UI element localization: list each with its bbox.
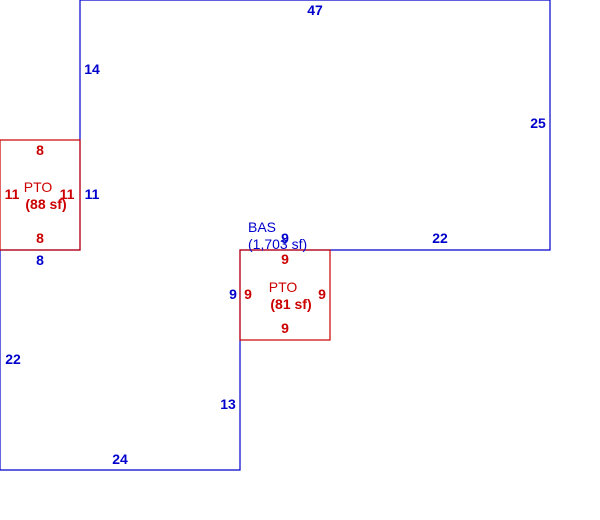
pto-left-dim-top: 8 bbox=[36, 142, 44, 158]
bas-dim-left-lower: 22 bbox=[5, 351, 21, 367]
bas-dim-step-lower: 13 bbox=[220, 396, 236, 412]
bas-dim-bottom: 24 bbox=[112, 451, 128, 467]
bas-outline bbox=[0, 0, 551, 471]
pto-center-dim-top: 9 bbox=[281, 251, 289, 267]
bas-dim-left-upper: 14 bbox=[84, 61, 100, 77]
bas-dim-notch-bottom: 8 bbox=[36, 252, 44, 268]
bas-area-label: (1,703 sf) bbox=[248, 236, 307, 252]
pto-left-dim-left: 11 bbox=[5, 186, 20, 202]
pto-left-outline bbox=[0, 139, 81, 251]
pto-center-dim-right: 9 bbox=[318, 286, 326, 302]
pto-center-area-label: (81 sf) bbox=[270, 296, 311, 312]
bas-code-label: BAS bbox=[248, 219, 276, 235]
bas-dim-step-top: 22 bbox=[432, 230, 448, 246]
pto-left-dim-bottom: 8 bbox=[36, 230, 44, 246]
pto-center-outline bbox=[239, 249, 331, 341]
bas-dim-overlap: 9 bbox=[281, 230, 289, 246]
pto-center-dim-bottom: 9 bbox=[281, 320, 289, 336]
pto-center-dim-left: 9 bbox=[244, 286, 252, 302]
bas-dim-right: 25 bbox=[530, 115, 546, 131]
bas-dim-step-right: 9 bbox=[229, 286, 237, 302]
pto-center-code-label: PTO bbox=[269, 279, 298, 295]
bas-dim-top: 47 bbox=[307, 2, 323, 18]
bas-dim-notch-side: 11 bbox=[85, 186, 100, 202]
pto-left-area-label: (88 sf) bbox=[25, 196, 66, 212]
pto-left-code-label: PTO bbox=[24, 179, 53, 195]
pto-left-dim-right: 11 bbox=[60, 186, 75, 202]
